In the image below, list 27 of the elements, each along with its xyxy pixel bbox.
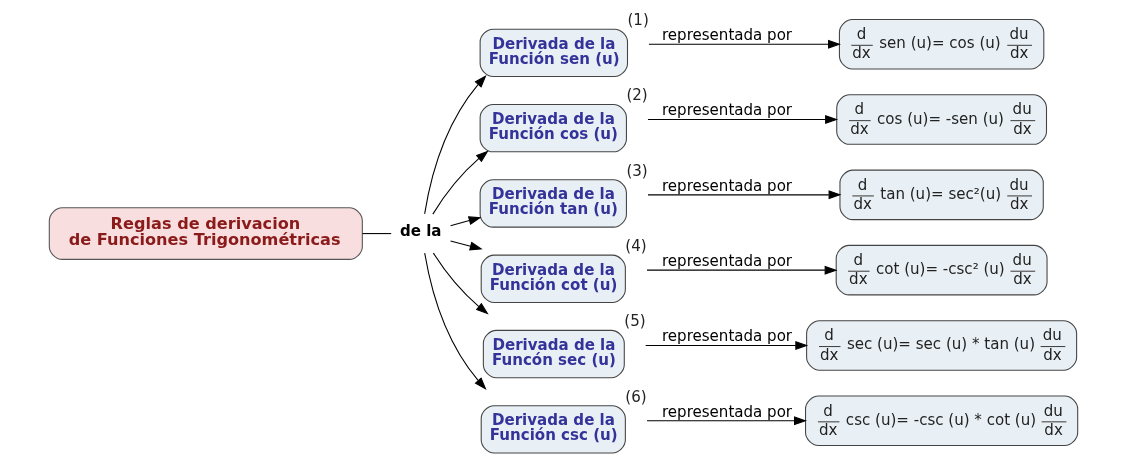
edge-label: representada por xyxy=(661,327,793,346)
node-label: (4) xyxy=(625,237,647,255)
arrow xyxy=(424,252,487,390)
arrow xyxy=(450,240,483,251)
arrow xyxy=(432,252,489,315)
arrow xyxy=(647,190,842,200)
edge-label: representada por xyxy=(661,176,793,195)
edge-label: representada por xyxy=(661,252,793,271)
node-label: (1) xyxy=(627,11,649,30)
node-label: (6) xyxy=(625,387,647,406)
edge-label: representada por xyxy=(661,101,793,120)
arrow xyxy=(646,265,838,275)
arrow xyxy=(432,150,489,215)
connector xyxy=(362,233,392,235)
arrow xyxy=(646,416,807,426)
node-label: (3) xyxy=(626,161,648,180)
node-label: (5) xyxy=(624,312,646,331)
node-text: de la xyxy=(399,222,442,241)
arrow xyxy=(424,75,487,215)
arrow xyxy=(450,216,482,227)
arrow xyxy=(647,115,839,125)
arrow xyxy=(648,39,841,49)
node-label: (2) xyxy=(626,86,648,105)
edge-label: representada por xyxy=(661,402,793,421)
edge-label: representada por xyxy=(661,26,793,45)
node-box: Reglas de derivacion de Funciones Trigonométricas xyxy=(48,207,363,260)
arrow xyxy=(645,340,809,350)
